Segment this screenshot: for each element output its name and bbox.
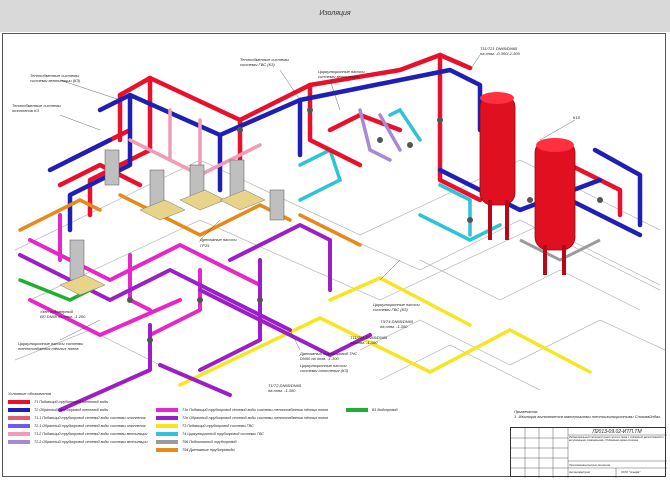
legend-label: Т2н Обратный трубопровод сетевой воды си… <box>182 416 329 420</box>
pipe-t22-vent-return <box>358 108 402 162</box>
legend-swatch <box>156 408 178 413</box>
legend-item-t2n: Т2н Обратный трубопровод сетевой воды си… <box>156 415 328 421</box>
callout-t1-sub: на отм. -1.300 <box>268 388 296 393</box>
legend-label: Т96 Подпиточный трубопровод <box>182 440 237 444</box>
callout-drain-note: ГР25 <box>200 243 210 248</box>
organization: ООО "Альфа" <box>621 470 641 474</box>
callout-heat-exchanger-vent: Теплообменные системы системы вентиляции… <box>30 73 81 83</box>
legend-item-t22: Т2.2 Обратный трубопровод сетевой воды с… <box>8 439 147 445</box>
legend-swatch <box>8 424 30 429</box>
title-block: Л2013-09.02-ИТП.ТМ Индивидуальный теплов… <box>510 427 667 478</box>
callout-t3t4: Т3/Т4 DN65/DN65 на отм. -1.300 <box>380 319 414 329</box>
legend-item-t12: Т1.2 Подающий трубопровод сетевой воды с… <box>8 431 147 437</box>
drawing-title: Изоляция <box>319 10 351 17</box>
pipe-t96-makeup <box>519 238 601 262</box>
equipment-base <box>59 189 266 296</box>
drawing-section: Тепломеханические решения <box>569 463 611 467</box>
pipe-t2n-floor-return <box>18 223 372 412</box>
legend: Условные обозначения Т1 Подающий трубопр… <box>6 391 506 477</box>
legend-label: Т4 Циркуляционный трубопровод системы ГВ… <box>182 432 264 436</box>
callout-circ-pumps-heat: Циркуляционные насосы системы отопления … <box>300 363 349 373</box>
drawing-code: Л2013-09.02-ИТП.ТМ <box>592 429 642 435</box>
callout-supply: Дренажный трубопровод ТНС DN50 на отм. -… <box>300 351 358 361</box>
expansion-tank-k2 <box>534 138 576 275</box>
callout-t11-sub: на отм. -0.300/-1.300 <box>480 51 520 56</box>
legend-item-t21: Т2.1 Обратный трубопровод сетевой воды с… <box>8 423 146 429</box>
expansion-tank-k1 <box>479 92 516 240</box>
legend-swatch <box>156 440 178 445</box>
legend-label: В1 Водопровод <box>372 408 398 412</box>
legend-label: Т2.2 Обратный трубопровод сетевой воды с… <box>34 440 148 444</box>
legend-item-t3: Т3 Подающий трубопровод системы ГВС <box>156 423 254 429</box>
legend-heading: Условные обозначения <box>8 391 52 396</box>
callout-circ-pumps-vent: Циркуляционные насосы системы вентиляции <box>318 69 365 79</box>
callout-circ-pumps-hw: Циркуляционные насосы системы ГВС (КЗ) <box>373 302 420 312</box>
notes-heading: Примечания: <box>514 409 539 414</box>
valve-details <box>127 107 603 343</box>
legend-swatch <box>156 424 178 429</box>
pipe-t3-hot-water <box>178 276 592 387</box>
callout-t11t21: Т11/Т21 DN65/DN65 <box>350 335 388 340</box>
title-bar: Изоляция <box>0 0 670 32</box>
callout-circ-pumps-floor: Циркуляционные насосы системы теплоснабж… <box>18 341 84 351</box>
legend-swatch <box>8 416 30 421</box>
notes: Примечания: 1. Изоляция выполняется мате… <box>514 409 661 419</box>
callout-drain-pump: Дренажные насосы <box>200 237 237 242</box>
legend-item-t1: Т1 Подающий трубопровод тепловой воды <box>8 399 108 405</box>
project-description: Индивидуальный тепловой пункт жилого дом… <box>569 436 664 443</box>
legend-swatch <box>8 432 30 437</box>
legend-swatch <box>346 408 368 413</box>
legend-swatch <box>8 440 30 445</box>
callout-heat-exchanger-heating: Теплообменные системы отопления КЗ <box>12 103 61 113</box>
legend-item-t94: Т94 Дренажные трубопроводы <box>156 447 235 453</box>
sheet-name: Аксонометрия <box>569 470 590 474</box>
callout-leaders <box>59 54 576 351</box>
legend-swatch <box>156 448 178 453</box>
legend-item-t2: Т2 Обратный трубопровод тепловой воды <box>8 407 108 413</box>
legend-label: Т1.2 Подающий трубопровод сетевой воды с… <box>34 432 148 436</box>
heat-exchanger-block <box>69 149 285 281</box>
legend-item-t11: Т1.1 Подающий трубопровод сетевой воды с… <box>8 415 145 421</box>
legend-label: Т1н Подающий трубопровод сетевой воды си… <box>182 408 328 412</box>
notes-line: 1. Изоляция выполняется материалами тепл… <box>514 414 662 419</box>
callout-heat-exchanger-hot-water: Теплообменные системы системы ГВС (КЗ) <box>240 57 289 67</box>
legend-swatch <box>8 408 30 413</box>
legend-label: Т3 Подающий трубопровод системы ГВС <box>182 424 254 428</box>
legend-label: Т1 Подающий трубопровод тепловой воды <box>34 400 109 404</box>
legend-swatch <box>156 432 178 437</box>
drawing-frame <box>2 33 666 477</box>
legend-item-v1: В1 Водопровод <box>346 407 398 413</box>
callout-t11: Т11/Т21 DN65/DN65 <box>480 46 518 51</box>
title-block-grid <box>511 428 667 478</box>
legend-swatch <box>156 416 178 421</box>
legend-label: Т94 Дренажные трубопроводы <box>182 448 235 452</box>
legend-swatch <box>8 400 30 405</box>
callout-k1: К1б <box>573 115 580 120</box>
legend-label: Т2.1 Обратный трубопровод сетевой воды с… <box>34 424 146 428</box>
callout-t1: Т1/Т2 DN65/DN65 <box>268 383 302 388</box>
legend-label: Т2 Обратный трубопровод тепловой воды <box>34 408 109 412</box>
callout-t11t21-sub: на отм. -1.300 <box>350 340 378 345</box>
legend-item-t4: Т4 Циркуляционный трубопровод системы ГВ… <box>156 431 264 437</box>
legend-label: Т1.1 Подающий трубопровод сетевой воды с… <box>34 416 146 420</box>
legend-item-t96: Т96 Подпиточный трубопровод <box>156 439 237 445</box>
callout-water-meter: Узел водомерный ВП DN65 на отм. -1.200 <box>40 309 86 319</box>
legend-item-t1n: Т1н Подающий трубопровод сетевой воды си… <box>156 407 328 413</box>
